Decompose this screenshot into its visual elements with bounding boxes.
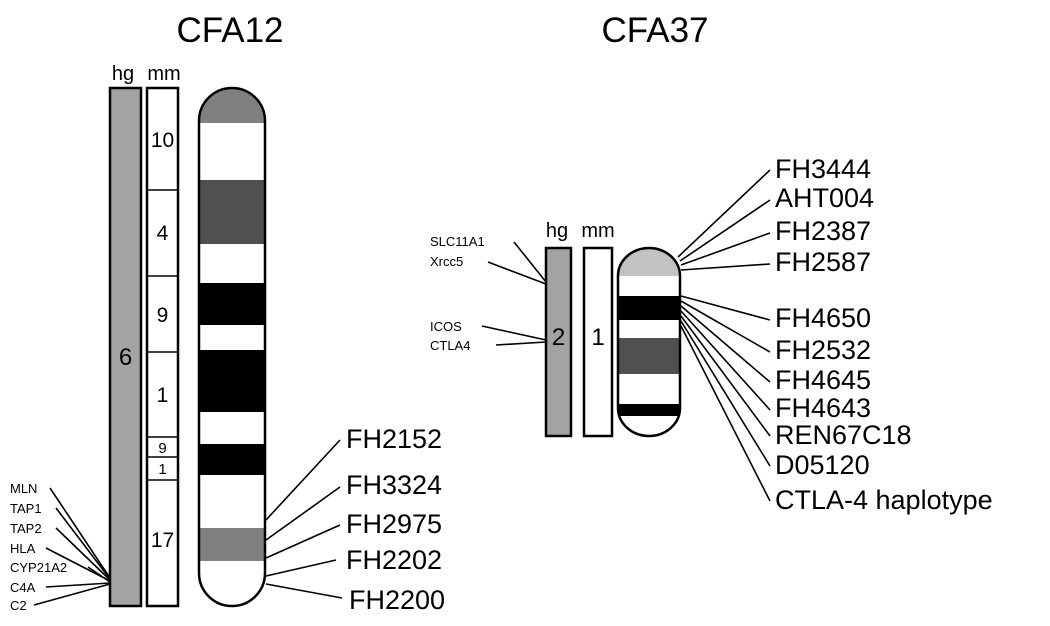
cfa12-band <box>199 444 265 475</box>
cfa37-gene-leader <box>487 261 547 285</box>
cfa12-chromosome-ideogram <box>197 86 267 608</box>
cfa12-gene-label: CYP21A2 <box>10 560 67 575</box>
cfa12-gene-label: HLA <box>10 541 36 556</box>
cfa12-gene-leader <box>55 527 111 581</box>
cfa37-gene-label: Xrcc5 <box>430 254 463 269</box>
cfa12-hg-bar <box>108 86 143 608</box>
cfa12-mm-bar <box>145 86 180 608</box>
cfa12-gene-leader <box>55 507 111 580</box>
cfa37-marker-label: FH3444 <box>775 154 871 184</box>
cfa37-mm-header: mm <box>581 220 614 242</box>
cfa12-band <box>199 88 265 123</box>
cfa37-band <box>618 404 680 416</box>
cfa37-mm-bar <box>582 246 614 438</box>
cfa12-hg-label: 6 <box>119 344 132 371</box>
cfa12-marker-leader <box>265 486 341 541</box>
cfa37-marker-leader <box>679 199 771 262</box>
cfa12-title: CFA12 <box>177 11 284 50</box>
cfa12-marker-label: FH3324 <box>346 470 442 500</box>
cfa37-marker-label: FH2532 <box>775 335 871 365</box>
cfa12-gene-leader <box>87 566 111 583</box>
cfa37-marker-leader <box>680 305 771 383</box>
cfa37-gene-label: CTLA4 <box>430 338 470 353</box>
cfa12-mm-column: 10 4 9 1 9 1 17 <box>145 86 180 608</box>
cfa37-marker-leader <box>680 300 771 353</box>
cfa37-marker-label: D05120 <box>775 450 870 480</box>
cfa12-mm-segment: 17 <box>151 529 174 552</box>
cfa37-ideogram-outline <box>616 246 682 438</box>
cfa12-mm-segment: 4 <box>157 222 169 245</box>
cfa12-mm-segment: 1 <box>158 461 166 478</box>
cfa37-gene-label: SLC11A1 <box>430 234 485 249</box>
cfa37-panel: CFA37 hg mm 2 1 <box>430 11 993 515</box>
cfa37-marker-label: FH4645 <box>775 365 871 395</box>
cfa37-marker-leader <box>680 325 771 502</box>
cfa37-marker-label: FH2387 <box>775 216 871 246</box>
cfa37-marker-label: AHT004 <box>775 183 874 213</box>
cfa37-marker-label: REN67C18 <box>775 420 912 450</box>
cfa37-title: CFA37 <box>602 11 709 50</box>
cfa12-marker-label: FH2975 <box>346 509 442 539</box>
cfa12-mm-header: mm <box>147 63 180 85</box>
cfa37-marker-leader <box>680 263 771 271</box>
cfa37-marker-label: FH2587 <box>775 247 871 277</box>
cfa12-marker-label: FH2152 <box>346 424 442 454</box>
cfa12-hg-header: hg <box>112 63 134 85</box>
cfa37-gene-leader <box>513 241 547 283</box>
cfa12-marker-leader <box>265 439 341 521</box>
cfa37-band <box>618 338 680 374</box>
cfa12-marker-label: FH2200 <box>349 585 445 615</box>
cfa12-band <box>199 283 265 325</box>
cfa37-band <box>618 248 680 276</box>
cfa12-marker-leader <box>265 583 343 599</box>
cfa37-chromosome-ideogram <box>616 246 682 438</box>
cfa12-panel: CFA12 hg mm 6 10 4 9 1 9 1 17 <box>10 11 445 615</box>
cfa37-gene-label: ICOS <box>430 319 462 334</box>
cfa12-band <box>199 350 265 412</box>
cfa12-mm-segment: 1 <box>157 384 169 407</box>
cfa12-band <box>199 528 265 561</box>
cfa12-gene-label: MLN <box>10 481 37 496</box>
cfa37-marker-leader <box>680 295 771 321</box>
cfa37-marker-leaders <box>677 169 771 502</box>
cfa37-mm-label: 1 <box>591 324 604 351</box>
cfa37-hg-bar <box>544 246 573 438</box>
cfa12-gene-label: TAP2 <box>10 521 42 536</box>
cfa37-marker-leader <box>680 232 771 266</box>
cfa12-marker-leader <box>265 524 341 559</box>
cfa12-gene-leader <box>45 582 111 588</box>
cfa37-gene-leader <box>481 325 547 341</box>
cfa12-mm-segment: 9 <box>157 304 169 327</box>
cfa37-marker-label: CTLA-4 haplotype <box>775 485 993 515</box>
cfa12-marker-leaders <box>265 439 343 599</box>
cfa12-gene-label: C4A <box>10 580 36 595</box>
cfa37-gene-leader <box>495 341 547 346</box>
cfa37-gene-leaders <box>481 241 547 346</box>
cfa12-ideogram-outline <box>197 86 267 608</box>
cfa12-mm-segment: 9 <box>158 440 166 457</box>
cfa12-mm-segment: 10 <box>151 129 174 152</box>
cfa12-gene-leader <box>49 487 111 579</box>
cfa37-marker-label: FH4643 <box>775 393 871 423</box>
cfa37-marker-leader <box>680 320 771 467</box>
cfa12-marker-leader <box>265 559 337 577</box>
cfa37-hg-label: 2 <box>552 324 565 351</box>
cfa12-gene-label: TAP1 <box>10 501 42 516</box>
cfa37-marker-leader <box>677 169 771 258</box>
cfa12-band <box>199 180 265 244</box>
cfa12-gene-leader <box>33 583 111 606</box>
cfa37-marker-label: FH4650 <box>775 303 871 333</box>
cfa37-marker-leader <box>680 310 771 411</box>
cfa12-gene-label: C2 <box>10 598 27 613</box>
cfa12-gene-leaders <box>33 487 111 606</box>
cfa37-band <box>618 296 680 320</box>
cfa12-marker-label: FH2202 <box>346 545 442 575</box>
cfa37-hg-header: hg <box>546 220 568 242</box>
cfa37-marker-leader <box>680 315 771 437</box>
